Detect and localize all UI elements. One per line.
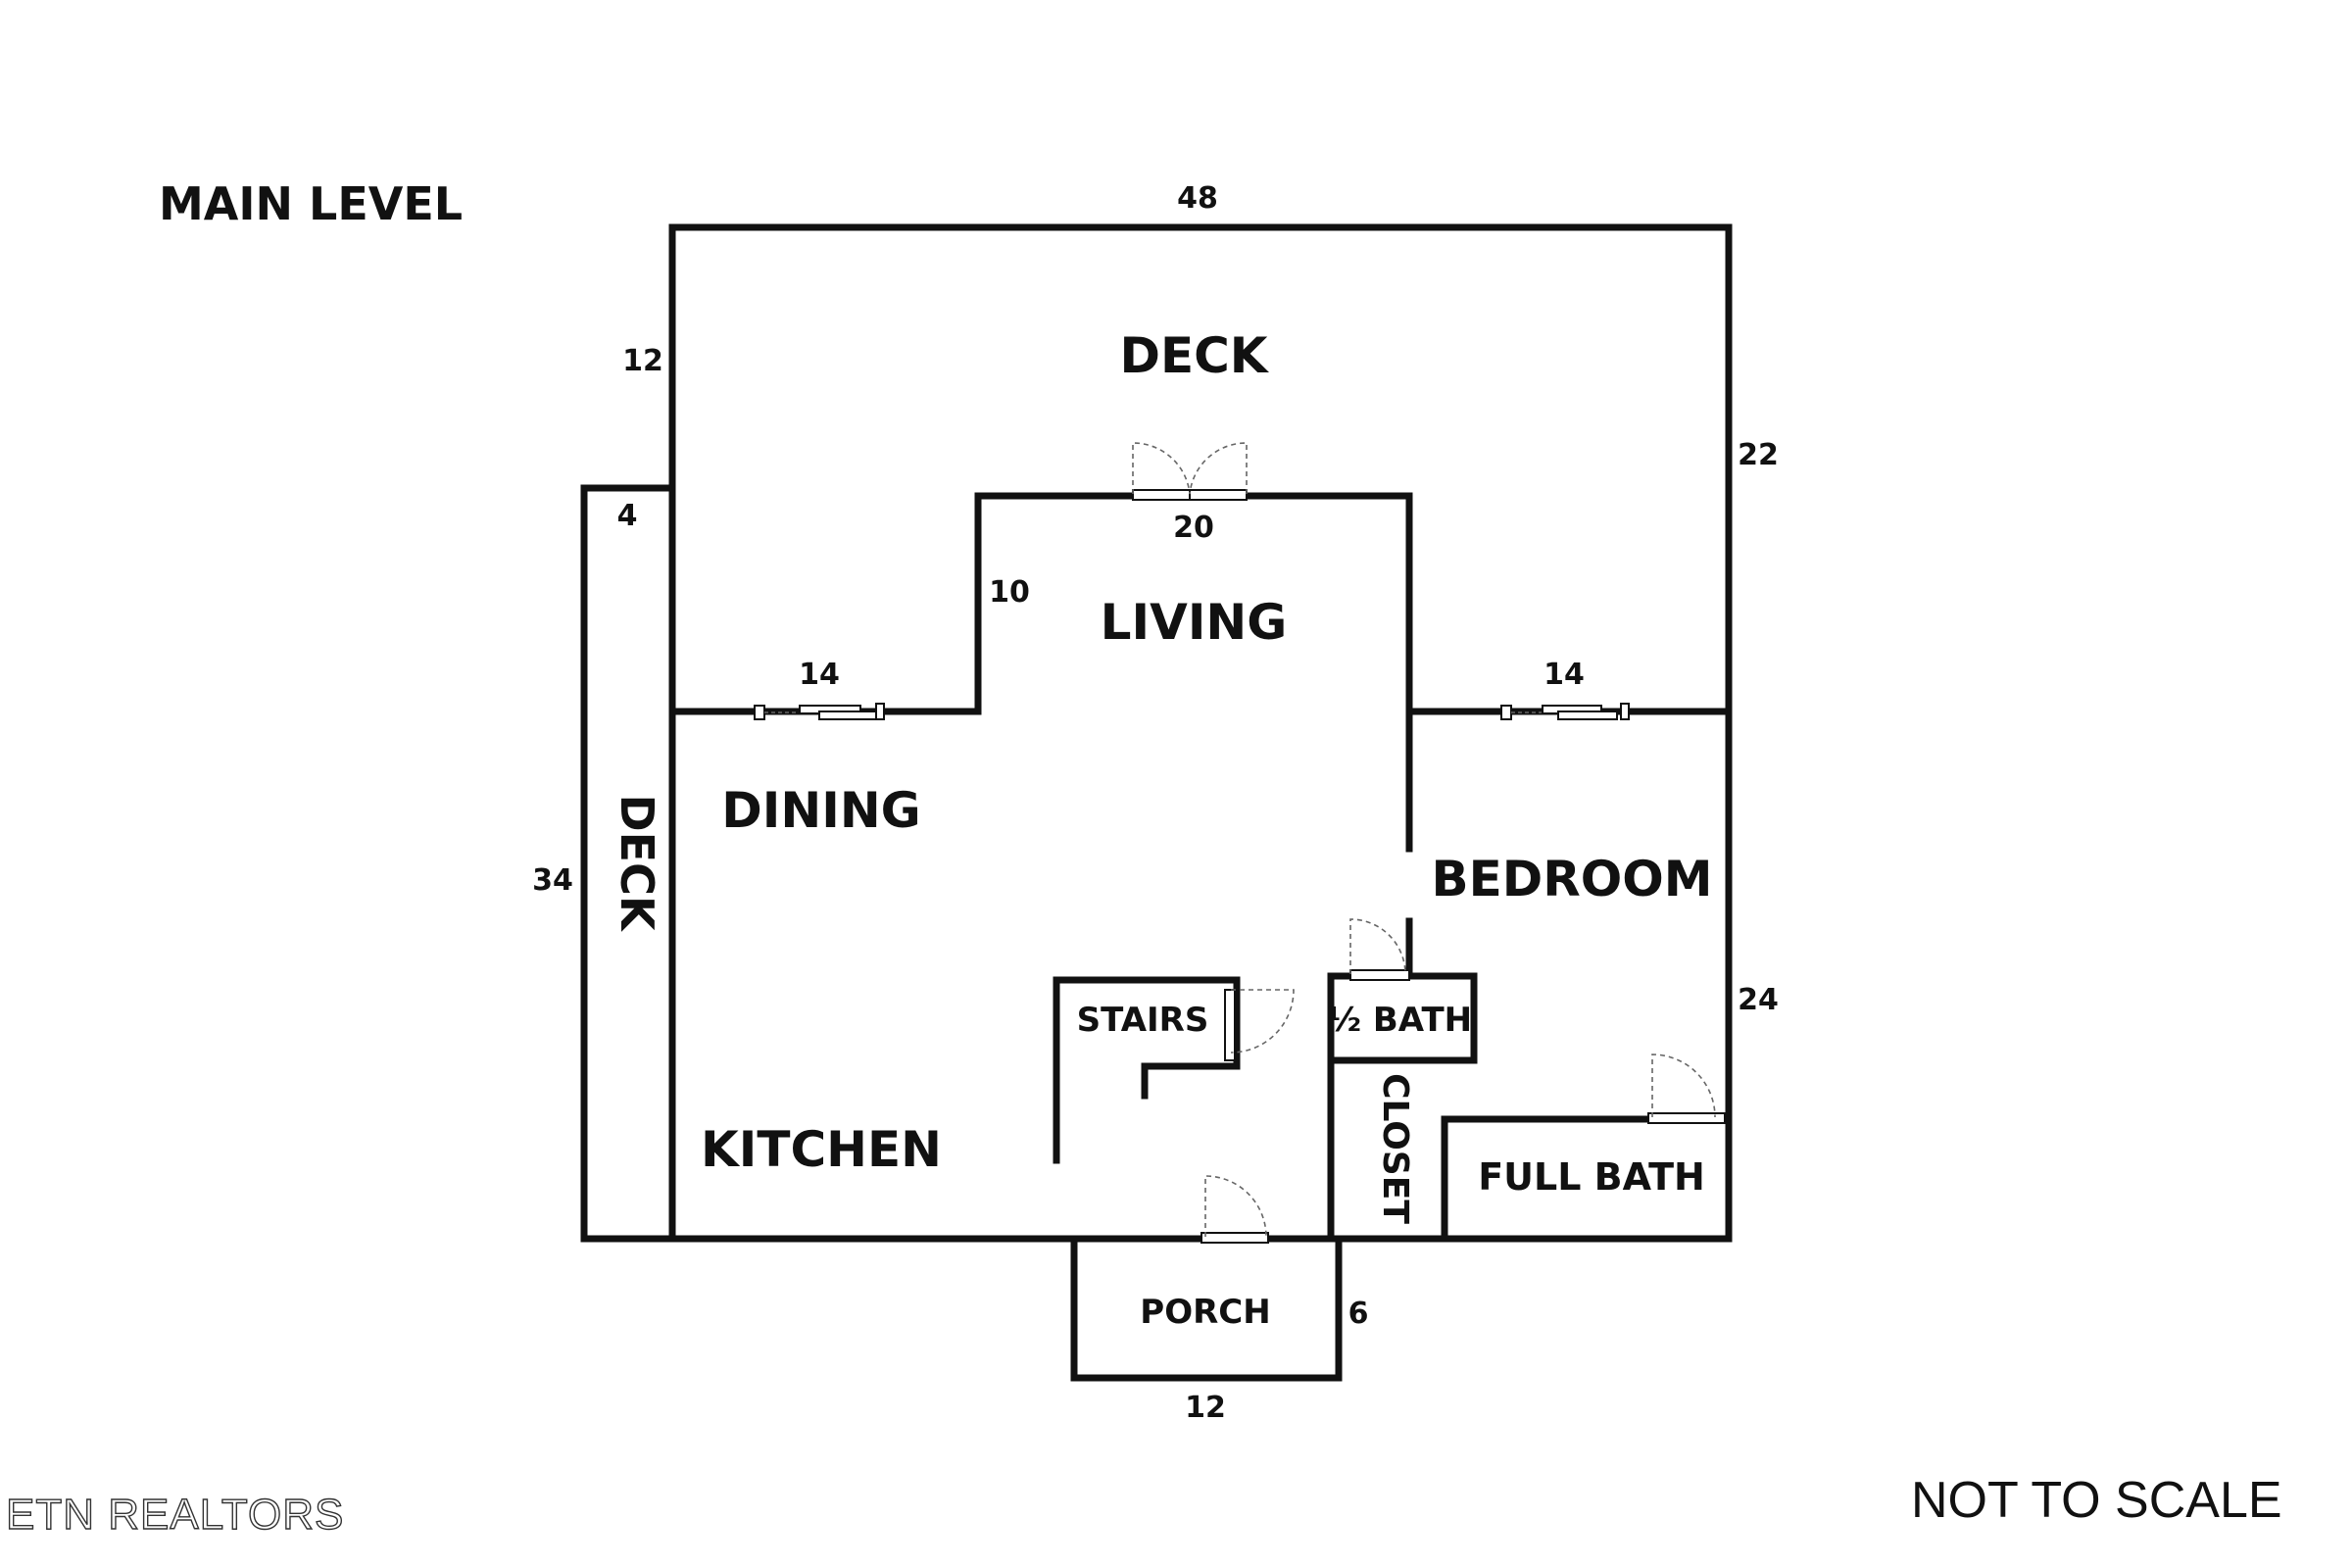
room-label-half-bath: ½ BATH xyxy=(1327,1001,1472,1040)
room-label-porch: PORCH xyxy=(1140,1293,1270,1332)
dimension-bedroom-door: 14 xyxy=(1544,658,1585,692)
dimension-deck-side-width: 4 xyxy=(617,499,638,533)
full-bath-door xyxy=(1647,1054,1726,1124)
not-to-scale-note: NOT TO SCALE xyxy=(1911,1472,2282,1529)
dimension-living-width: 20 xyxy=(1173,511,1214,545)
dimension-top-width: 48 xyxy=(1177,181,1218,216)
plan-title: MAIN LEVEL xyxy=(159,177,463,230)
dining-sliding-door xyxy=(754,703,885,720)
room-label-stairs: STAIRS xyxy=(1077,1001,1209,1040)
stairs-door xyxy=(1224,989,1295,1061)
doors xyxy=(754,442,1726,1244)
dimension-porch-depth: 6 xyxy=(1348,1297,1369,1331)
living-double-door xyxy=(1132,442,1248,501)
room-label-bedroom: BEDROOM xyxy=(1431,851,1712,907)
half-bath-door xyxy=(1349,918,1410,981)
room-label-full-bath: FULL BATH xyxy=(1478,1155,1705,1199)
dimension-deck-top-height: 12 xyxy=(622,344,663,378)
dimension-left-total: 34 xyxy=(532,863,573,898)
porch-entry-door xyxy=(1200,1175,1269,1244)
dimension-labels: 48 12 4 20 10 14 14 22 34 24 6 12 xyxy=(532,181,1779,1425)
room-label-closet: CLOSET xyxy=(1375,1073,1415,1224)
room-label-deck-side: DECK xyxy=(611,794,663,932)
dimension-dining-door: 14 xyxy=(799,658,840,692)
room-label-living: LIVING xyxy=(1101,594,1288,651)
bedroom-sliding-door xyxy=(1500,703,1630,720)
dimension-right-upper: 22 xyxy=(1738,438,1779,472)
brand-watermark: ETN REALTORS xyxy=(6,1491,344,1539)
dimension-porch-width: 12 xyxy=(1185,1391,1226,1425)
room-label-deck-top: DECK xyxy=(1119,327,1269,384)
room-label-dining: DINING xyxy=(721,782,920,839)
room-labels: DECK LIVING DINING BEDROOM STAIRS ½ BATH… xyxy=(611,327,1713,1332)
room-label-kitchen: KITCHEN xyxy=(701,1121,942,1178)
dimension-right-lower: 24 xyxy=(1738,983,1779,1017)
dimension-living-height: 10 xyxy=(989,575,1030,610)
